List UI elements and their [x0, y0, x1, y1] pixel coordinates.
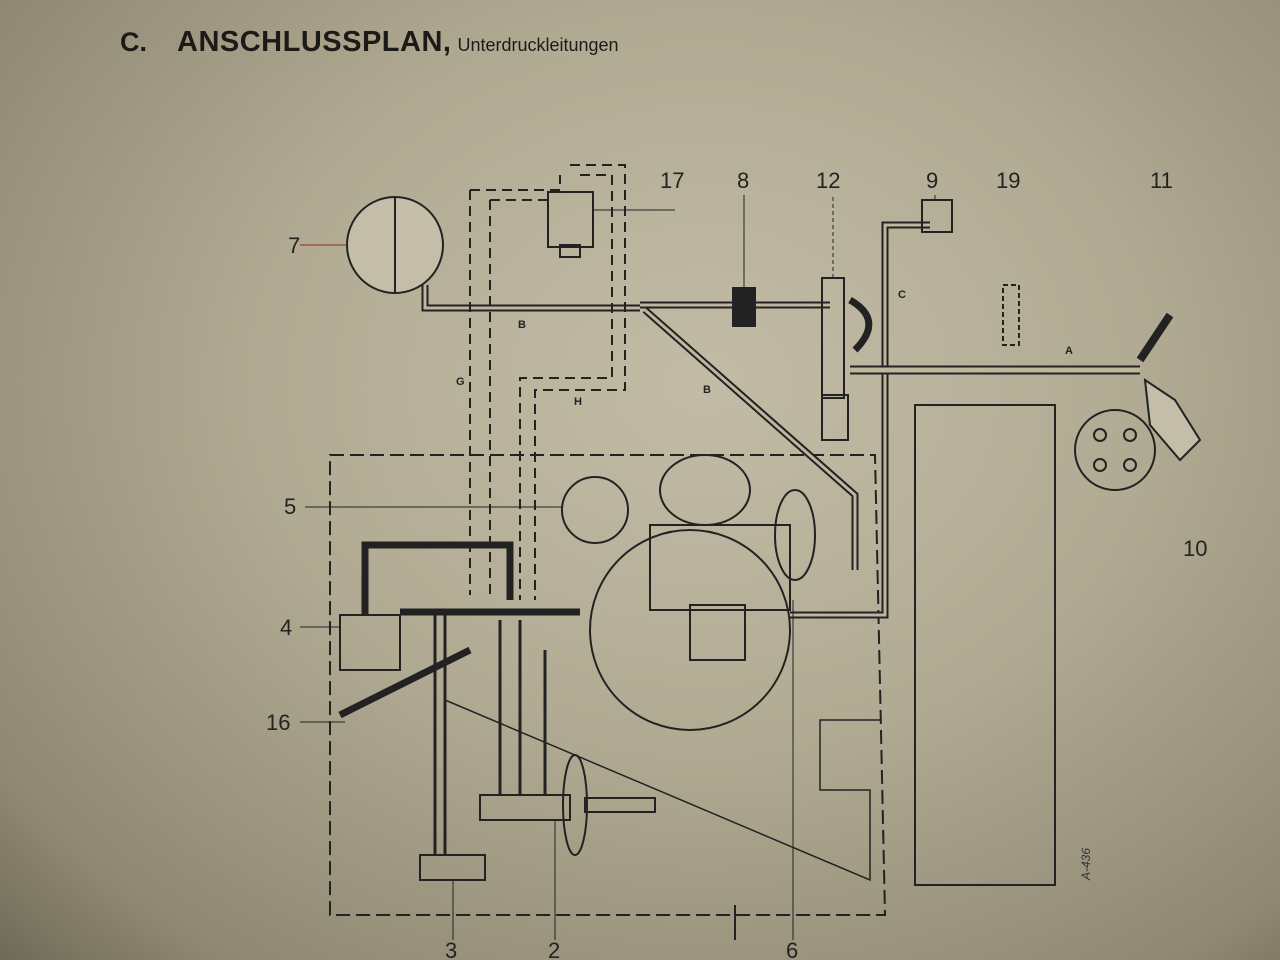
line-label-c: C: [898, 289, 906, 301]
label-2: 2: [548, 938, 560, 960]
label-12: 12: [816, 168, 840, 193]
label-16: 16: [266, 710, 290, 735]
line-letters: B B G H C A B: [456, 289, 1073, 408]
line-label-b1: B: [518, 319, 526, 331]
line-label-g: G: [456, 376, 465, 388]
line-label-h: H: [574, 396, 582, 408]
label-17: 17: [660, 168, 684, 193]
line-16: [338, 646, 472, 719]
label-6: 6: [786, 938, 798, 960]
component-11: [1136, 312, 1174, 363]
label-3: 3: [445, 938, 457, 960]
diaphragm: [774, 489, 816, 581]
line-g: [469, 175, 561, 595]
component-2: [479, 794, 571, 821]
component-12: [821, 277, 845, 399]
valve-9: [921, 199, 953, 233]
section-letter: C.: [120, 27, 147, 57]
label-9: 9: [926, 168, 938, 193]
label-8: 8: [737, 168, 749, 193]
component-8: [732, 287, 756, 327]
label-4: 4: [280, 615, 292, 640]
page-title: C. ANSCHLUSSPLAN,Unterdruckleitungen: [120, 26, 619, 59]
component-3: [419, 854, 486, 881]
pulley-10: [1074, 409, 1156, 491]
title-sub: Unterdruckleitungen: [457, 35, 619, 55]
title-main: ANSCHLUSSPLAN,: [177, 26, 452, 58]
label-10: 10: [1183, 536, 1207, 561]
line-b: [421, 285, 640, 312]
drawing-code: A-436: [1079, 848, 1093, 881]
housing: [589, 529, 791, 731]
label-5: 5: [284, 494, 296, 519]
part-numbers: 17 8 12 9 19 11 7 5 4 16 10 3 2 6: [266, 168, 1207, 960]
component-19: [1002, 284, 1020, 346]
label-7: 7: [288, 233, 300, 258]
line-c: [790, 221, 930, 619]
engine-outline: [329, 454, 887, 916]
hose-loop-5: [561, 476, 629, 544]
valve-17: [547, 191, 594, 248]
label-11: 11: [1150, 168, 1173, 193]
line-h: [534, 164, 626, 600]
line-label-a: A: [1065, 345, 1073, 357]
line-label-b2: B: [703, 384, 711, 396]
component-4: [339, 614, 401, 671]
engine-block: [914, 404, 1056, 886]
label-19: 19: [996, 168, 1020, 193]
